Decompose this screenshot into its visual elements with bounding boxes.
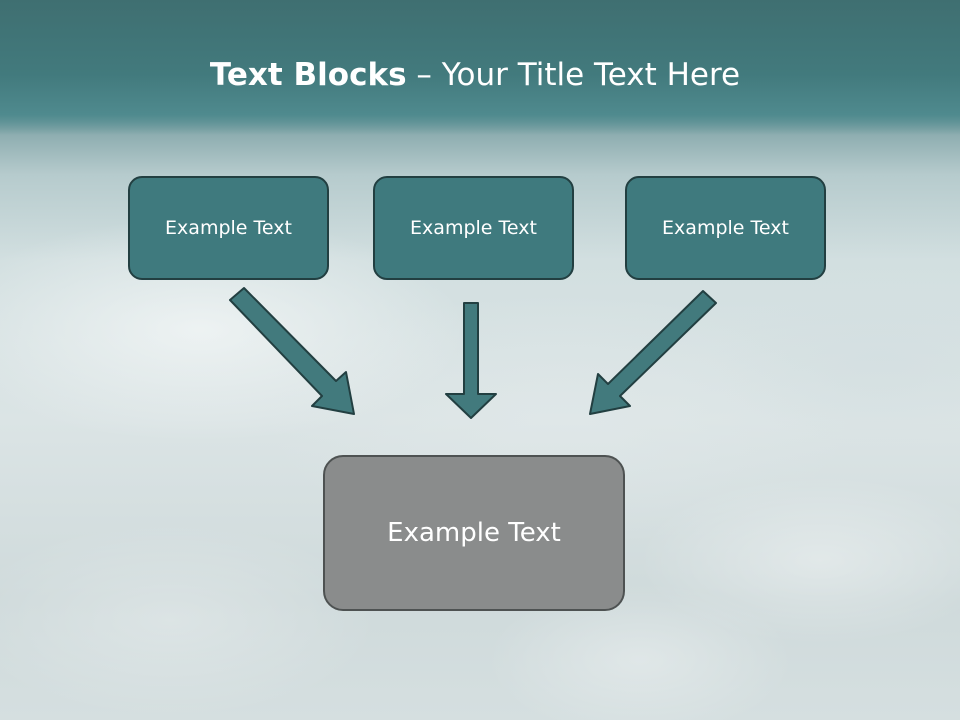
target-block-label: Example Text [387, 518, 561, 548]
arrow-left-icon [229, 287, 355, 415]
slide-title: Text Blocks – Your Title Text Here [0, 50, 960, 100]
text-block-right-label: Example Text [662, 217, 789, 239]
text-block-left-label: Example Text [165, 217, 292, 239]
text-block-right[interactable]: Example Text [625, 176, 826, 280]
text-block-left[interactable]: Example Text [128, 176, 329, 280]
text-block-middle[interactable]: Example Text [373, 176, 574, 280]
title-dash: – [416, 57, 432, 93]
title-rest-part: Your Title Text Here [441, 57, 741, 93]
title-bold-part: Text Blocks [209, 57, 407, 93]
target-block[interactable]: Example Text [323, 455, 625, 611]
text-block-middle-label: Example Text [410, 217, 537, 239]
arrow-right-icon [589, 290, 717, 415]
arrow-middle-icon [445, 302, 497, 419]
header-band [0, 0, 960, 135]
